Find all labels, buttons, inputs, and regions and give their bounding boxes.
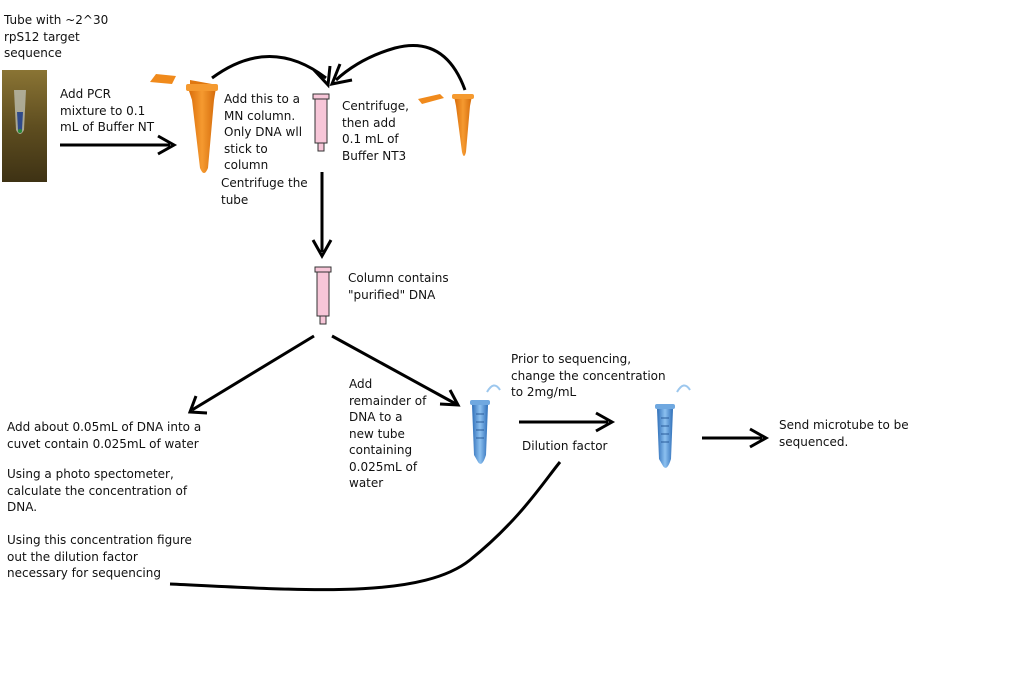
label-add-column: Add this to a MN column. Only DNA wll st… (224, 92, 303, 172)
label-send-microtube: Send microtube to be sequenced. (779, 418, 909, 449)
arrow-to-sequencing (702, 427, 770, 449)
arrow-to-new-tube (331, 334, 461, 407)
label-centrifuge-nt3: Centrifuge, then add 0.1 mL of Buffer NT… (342, 99, 409, 163)
label-prior-sequencing: Prior to sequencing, change the concentr… (511, 352, 666, 399)
label-add-cuvet: Add about 0.05mL of DNA into a cuvet con… (7, 420, 202, 451)
photo-sample-tube (2, 70, 47, 182)
label-add-remainder: Add remainder of DNA to a new tube conta… (349, 377, 427, 490)
label-tube-target: Tube with ~2^30 rpS12 target sequence (4, 13, 109, 60)
pink-column-purified-icon (314, 266, 332, 325)
orange-tube-icon-small (418, 94, 474, 156)
label-column-purified: Column contains "purified" DNA (348, 271, 449, 302)
label-photo-spec: Using a photo spectometer, calculate the… (7, 467, 188, 514)
blue-microtube-icon-2 (655, 384, 691, 468)
curved-arrow-small-tube-to-column (329, 44, 467, 91)
curved-arrow-tube-to-column (211, 55, 332, 89)
arrow-dilution (519, 411, 616, 433)
connector-curve-dilution (169, 461, 562, 592)
arrow-to-orange-tube (60, 134, 178, 156)
pink-column-icon (312, 93, 330, 152)
orange-tube-icon (150, 74, 218, 173)
label-centrifuge-tube: Centrifuge the tube (221, 176, 308, 207)
label-dilution-factor: Dilution factor (522, 439, 608, 453)
arrow-to-cuvet (187, 334, 315, 415)
label-add-pcr: Add PCR mixture to 0.1 mL of Buffer NT (60, 87, 155, 134)
label-dilution-figure: Using this concentration figure out the … (7, 533, 192, 580)
arrow-column-down (311, 172, 333, 260)
blue-microtube-icon (470, 384, 501, 464)
